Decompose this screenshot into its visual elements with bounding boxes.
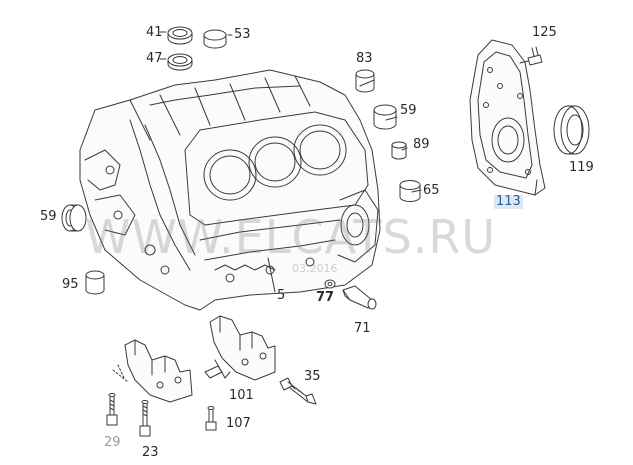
bushing-65[interactable] [399, 180, 421, 202]
callout-71[interactable]: 71 [354, 321, 371, 336]
bushing-95[interactable] [85, 270, 105, 295]
callout-23[interactable]: 23 [142, 445, 159, 460]
callout-107[interactable]: 107 [226, 416, 251, 431]
bearing-cap-23[interactable] [112, 339, 193, 403]
crank-seal-119[interactable] [553, 105, 590, 155]
engine-block[interactable] [79, 69, 381, 311]
callout-5[interactable]: 5 [277, 288, 286, 303]
callout-47[interactable]: 47 [146, 51, 163, 66]
callout-77[interactable]: 77 [316, 290, 335, 305]
watermark-date: 03.2016 [292, 262, 338, 275]
callout-35[interactable]: 35 [304, 369, 321, 384]
washer-77[interactable] [324, 279, 336, 289]
clip-101[interactable] [204, 359, 231, 379]
callout-59-right[interactable]: 59 [400, 103, 417, 118]
valve-71[interactable] [342, 285, 377, 310]
callout-89[interactable]: 89 [413, 137, 430, 152]
bushing-59-right[interactable] [373, 104, 397, 130]
pin-89[interactable] [391, 141, 407, 160]
callout-53[interactable]: 53 [234, 27, 251, 42]
timing-cover-113[interactable] [469, 39, 546, 196]
seal-ring-47[interactable] [167, 53, 193, 71]
callout-95[interactable]: 95 [62, 277, 79, 292]
seal-ring-41[interactable] [167, 26, 193, 45]
callout-119[interactable]: 119 [569, 160, 594, 175]
bushing-83[interactable] [355, 69, 375, 93]
callout-29[interactable]: 29 [104, 435, 121, 450]
bushing-59-left[interactable] [61, 204, 87, 232]
bolt-29[interactable] [106, 393, 118, 426]
bolt-35[interactable] [279, 377, 317, 405]
callout-41[interactable]: 41 [146, 25, 163, 40]
plug-53[interactable] [203, 29, 227, 49]
callout-101[interactable]: 101 [229, 388, 254, 403]
callout-59-left[interactable]: 59 [40, 209, 57, 224]
bolt-125[interactable] [519, 46, 543, 66]
bolt-107[interactable] [205, 406, 217, 431]
callout-65[interactable]: 65 [423, 183, 440, 198]
callout-83[interactable]: 83 [356, 51, 373, 66]
bearing-cap-101[interactable] [209, 315, 276, 381]
bolt-23[interactable] [139, 400, 151, 437]
callout-113[interactable]: 113 [494, 194, 523, 209]
callout-125[interactable]: 125 [532, 25, 557, 40]
watermark: WWW.ELCATS.RU [85, 210, 497, 264]
